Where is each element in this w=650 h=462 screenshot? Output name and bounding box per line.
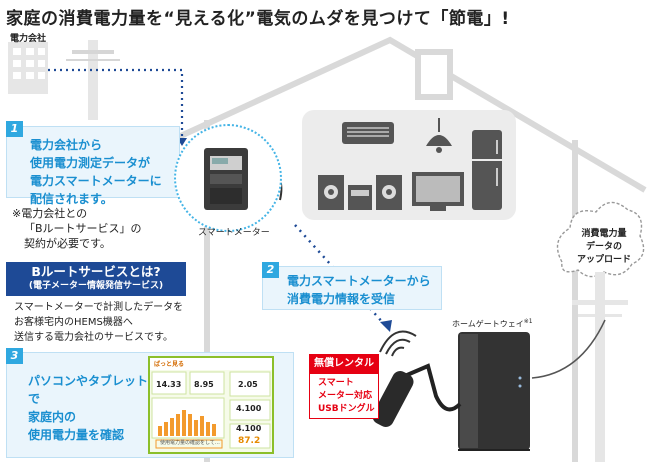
smart-meter-label: スマートメーター xyxy=(198,228,270,238)
step3-text: パソコンやタブレットで 家庭内の 使用電力量を確認 xyxy=(28,372,148,444)
reading-value: 2.05 xyxy=(238,380,258,389)
step1-line: 電力スマートメーターに xyxy=(30,174,162,188)
step2-line: 消費電力情報を受信 xyxy=(287,292,396,306)
step3-line: 家庭内の xyxy=(28,410,77,424)
note-line: 契約が必要です。 xyxy=(24,237,111,250)
smart-meter-icon xyxy=(204,148,248,210)
reading-value: 87.2 xyxy=(238,436,261,446)
broute-title: Bルートサービスとは? xyxy=(31,264,161,279)
chimney xyxy=(415,49,453,100)
cloud-caption: 消費電力量 データの アップロード xyxy=(564,228,644,267)
broute-desc-line: 送信する電力会社のサービスです。 xyxy=(14,332,173,343)
home-gateway-label: ホームゲートウェイ※1 xyxy=(452,318,533,330)
television-icon xyxy=(412,172,464,211)
step3-number: 3 xyxy=(6,348,23,364)
note-line: ※電力会社との xyxy=(12,207,88,220)
rental-line: スマート xyxy=(318,378,354,388)
broute-description: スマートメーターで計測したデータを お客様宅内のHEMS機器へ 送信する電力会社… xyxy=(14,300,183,345)
rental-line: USBドングル xyxy=(318,404,375,414)
air-conditioner-icon xyxy=(342,122,394,144)
rental-line: メーター対応 xyxy=(318,391,373,401)
step1-box xyxy=(6,126,180,198)
step1-line: 配信されます。 xyxy=(30,192,113,206)
usage-bars xyxy=(158,410,216,436)
refrigerator-icon xyxy=(472,130,502,210)
wireless-signal-icon xyxy=(379,330,417,357)
reading-value: 4.100 xyxy=(236,404,262,413)
page-title: 家庭の消費電力量を“見える化”電気のムダを見つけて「節電」! xyxy=(6,9,510,29)
utility-pole-left xyxy=(66,40,120,120)
home-gateway-text: ホームゲートウェイ xyxy=(452,319,524,329)
monitor-notice: 使用電力量の確認をして… xyxy=(160,440,220,446)
broute-desc-line: お客様宅内のHEMS機器へ xyxy=(14,317,133,328)
cloud-line: アップロード xyxy=(576,255,631,265)
monitor-graphics xyxy=(150,358,272,449)
gateway-cable xyxy=(531,319,606,379)
broute-desc-line: スマートメーターで計測したデータを xyxy=(14,302,184,313)
home-gateway-icon xyxy=(458,332,530,451)
step3-line: 使用電力量を確認 xyxy=(28,428,125,442)
data-path-company xyxy=(48,68,184,140)
utility-pole-right xyxy=(572,272,628,462)
step1-note: ※電力会社との 「Bルートサービス」の 契約が必要です。 xyxy=(12,206,162,251)
step1-text: 電力会社から 使用電力測定データが 電力スマートメーターに 配信されます。 xyxy=(30,136,180,208)
step2-box xyxy=(262,266,442,310)
footnote-mark: ※1 xyxy=(523,318,533,325)
audio-system-icon xyxy=(318,175,402,210)
step3-line: パソコンやタブレットで xyxy=(28,374,149,406)
ceiling-lamp-icon xyxy=(426,118,452,153)
step1-number: 1 xyxy=(6,121,23,137)
step2-text: 電力スマートメーターから 消費電力情報を受信 xyxy=(287,272,447,308)
broute-title-box: Bルートサービスとは? (電子メーター情報発信サービス) xyxy=(6,262,186,296)
step2-line: 電力スマートメーターから xyxy=(287,274,431,288)
office-building-icon xyxy=(8,42,48,94)
arrow-icon xyxy=(380,320,392,332)
cloud-line: 消費電力量 xyxy=(581,229,627,239)
step1-line: 使用電力測定データが xyxy=(30,156,151,170)
usb-dongle-caption: スマート メーター対応 USBドングル xyxy=(309,373,379,419)
energy-monitor-screen: ぱっと見る 14.33 8.95 2.05 4.100 4.100 87.2 使… xyxy=(148,356,274,454)
monitor-logo: ぱっと見る xyxy=(154,361,185,368)
power-company-label: 電力会社 xyxy=(10,34,47,44)
broute-subtitle: (電子メーター情報発信サービス) xyxy=(28,281,164,291)
reading-value: 14.33 xyxy=(156,380,182,389)
free-rental-badge: 無償レンタル xyxy=(309,354,379,373)
step2-number: 2 xyxy=(262,262,279,278)
cloud-icon xyxy=(556,201,645,278)
reading-value: 8.95 xyxy=(194,380,214,389)
reading-value: 4.100 xyxy=(236,424,262,433)
note-line: 「Bルートサービス」の xyxy=(24,222,142,235)
smart-meter-circle xyxy=(174,124,282,232)
cloud-line: データの xyxy=(585,242,622,252)
usb-dongle-icon xyxy=(372,363,462,427)
step1-line: 電力会社から xyxy=(30,138,103,152)
